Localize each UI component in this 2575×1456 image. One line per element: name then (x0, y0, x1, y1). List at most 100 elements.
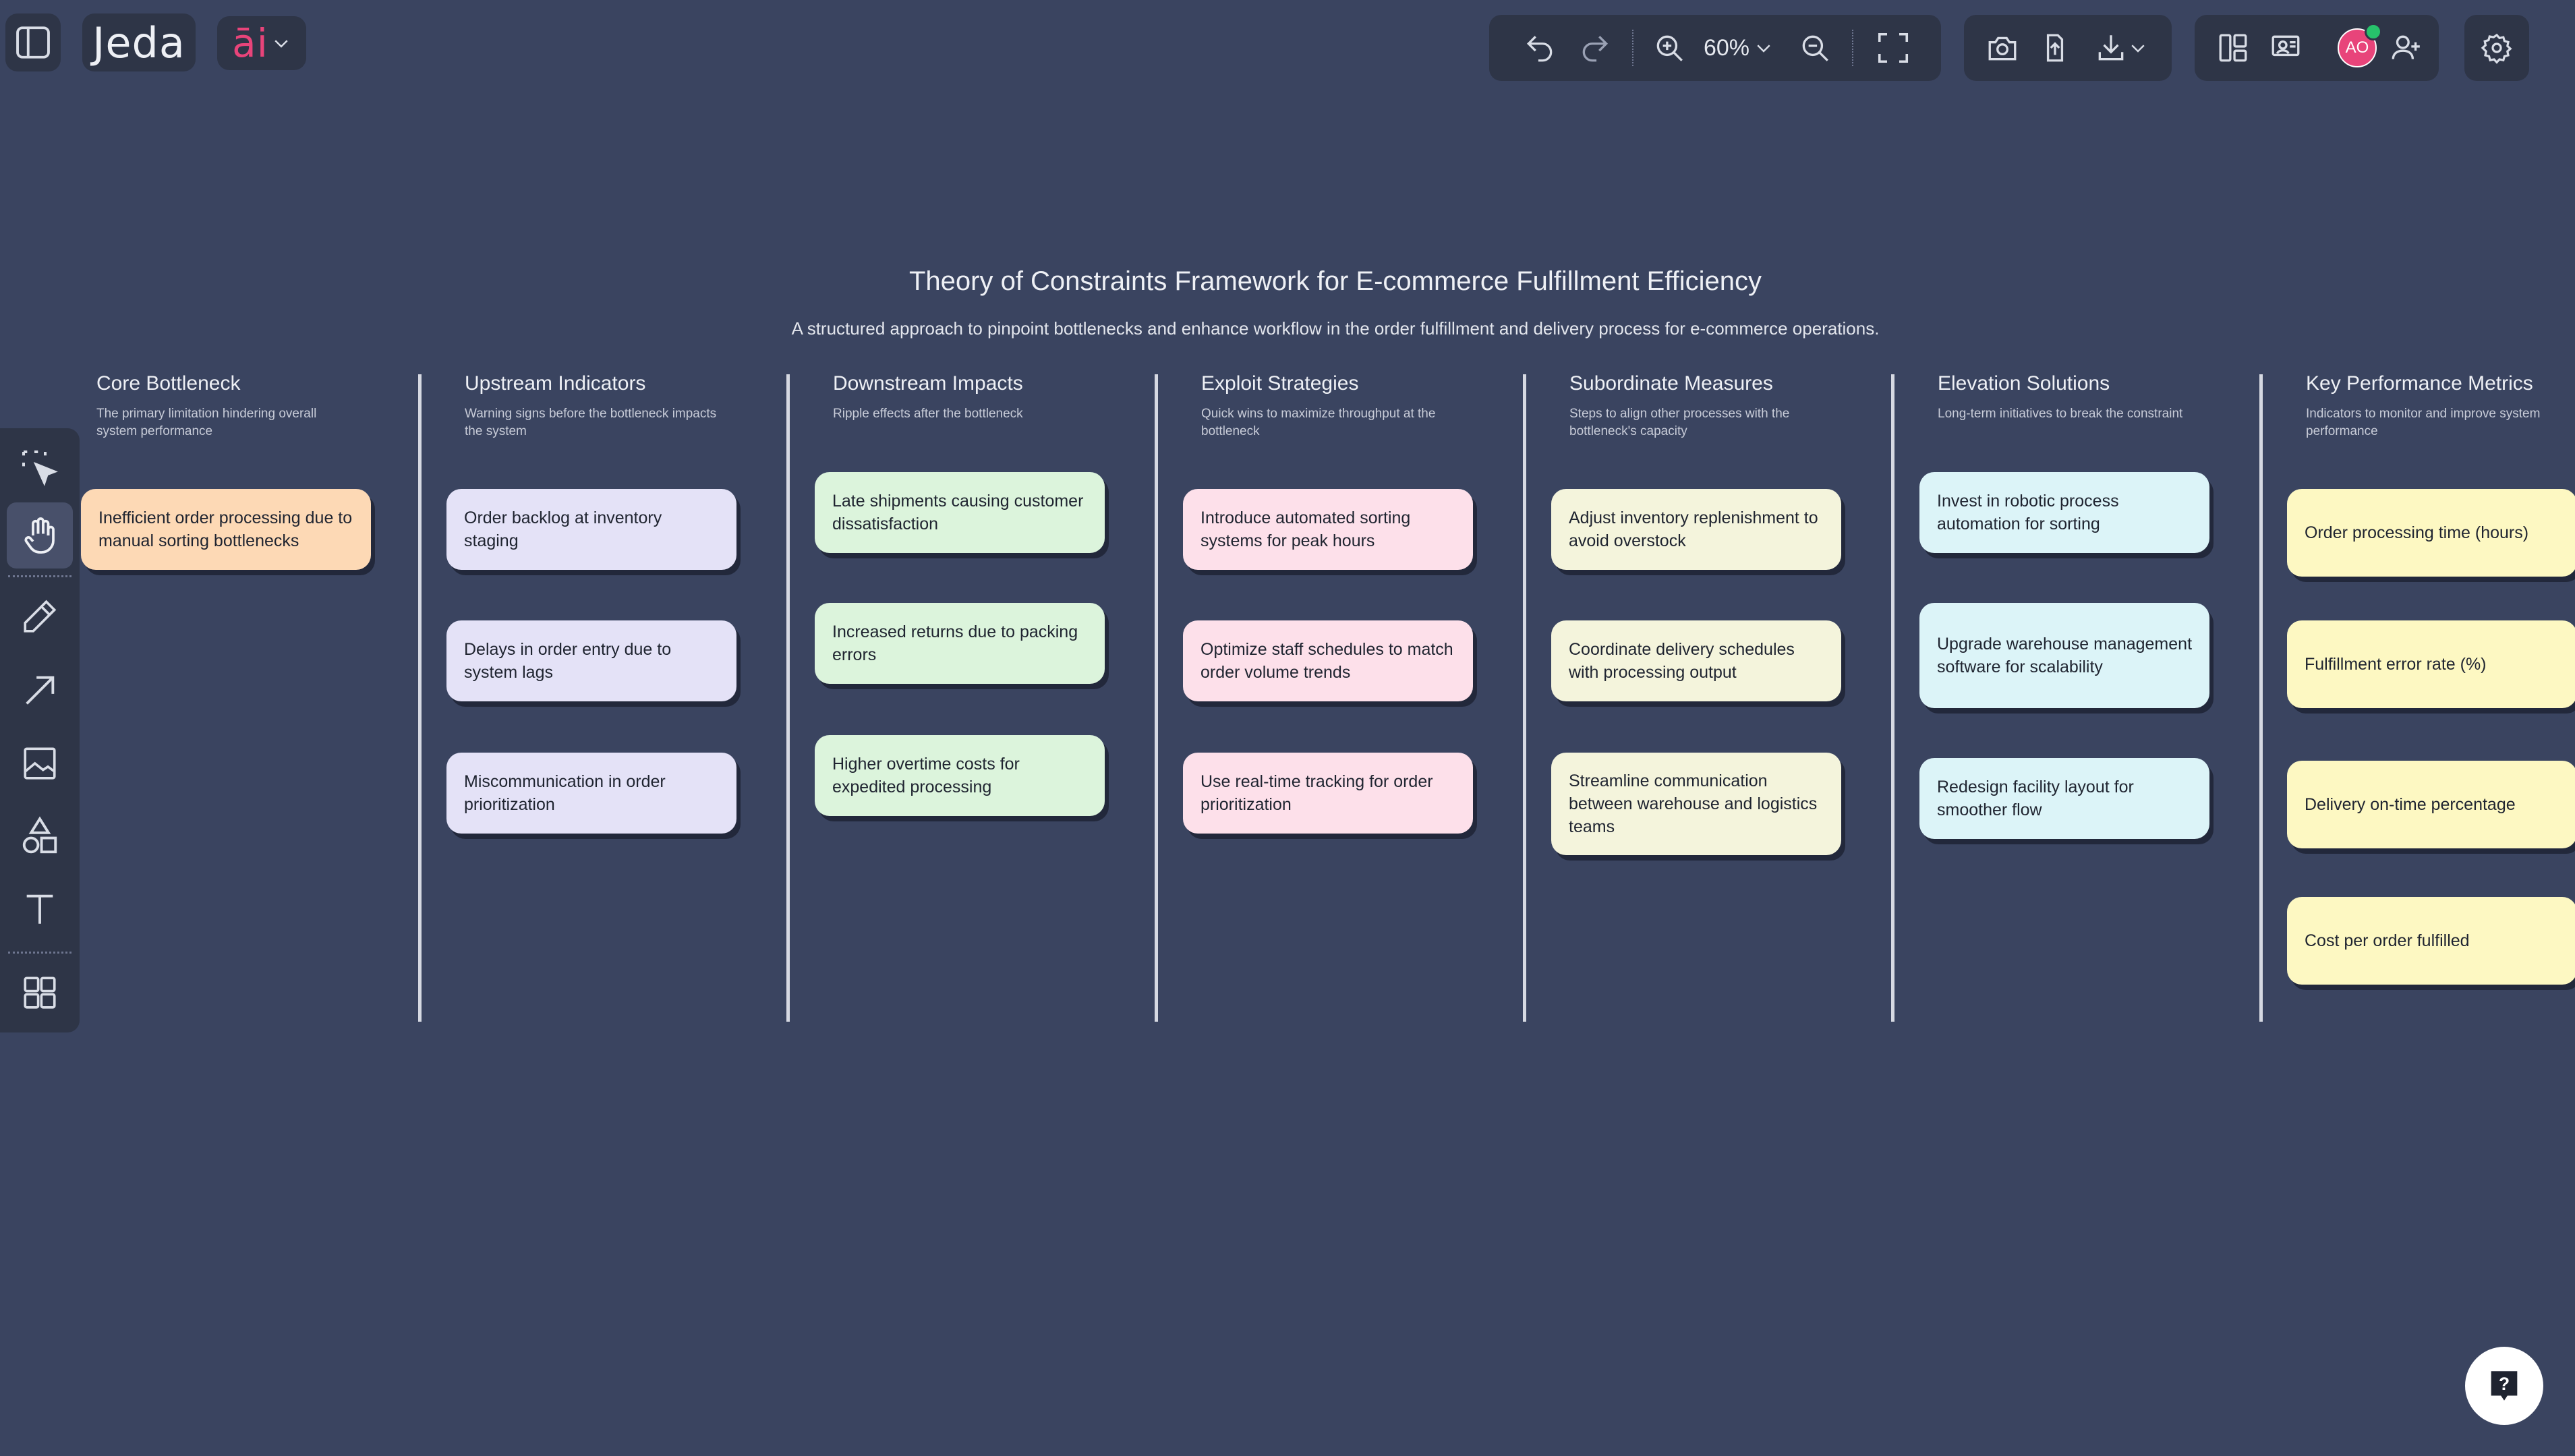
sticky-note-text: Optimize staff schedules to match order … (1200, 640, 1453, 682)
shapes-tool[interactable] (7, 803, 73, 869)
hand-tool[interactable] (7, 502, 73, 569)
board-title: Theory of Constraints Framework for E-co… (908, 266, 1762, 296)
sticky-note-text: Order processing time (hours) (2305, 523, 2529, 542)
redo-button[interactable] (1571, 27, 1619, 69)
column-description: Quick wins to maximize throughput at the… (1201, 407, 1436, 438)
sticky-note-text: Order backlog at inventory staging (464, 508, 662, 550)
settings-button[interactable] (2464, 15, 2529, 81)
pen-tool[interactable] (7, 583, 73, 649)
sticky-note-text: Higher overtime costs for expedited proc… (832, 755, 1020, 796)
sticky-note-text: Cost per order fulfilled (2305, 931, 2470, 950)
present-button[interactable] (2262, 27, 2309, 69)
zoom-out-button[interactable] (1791, 27, 1839, 69)
sticky-note-text: Introduce automated sorting systems for … (1200, 508, 1411, 550)
redo-icon (1582, 36, 1609, 62)
fit-screen-icon (1878, 32, 1909, 63)
grid-icon (24, 977, 56, 1009)
sticky-note[interactable]: Late shipments causing customer dissatis… (815, 472, 1105, 553)
sticky-note[interactable]: Delivery on-time percentage (2287, 761, 2575, 848)
pencil-icon (24, 600, 57, 633)
sticky-note[interactable]: Increased returns due to packing errors (815, 603, 1105, 684)
zoom-in-button[interactable] (1646, 27, 1693, 69)
sticky-note[interactable]: Order backlog at inventory staging (446, 489, 736, 570)
arrow-icon (26, 676, 55, 705)
column-description: Ripple effects after the bottleneck (833, 407, 1023, 421)
avatar[interactable]: AO (2338, 28, 2377, 67)
sticky-note[interactable]: Inefficient order processing due to manu… (81, 489, 371, 570)
column-description: Steps to align other processes with the … (1569, 407, 1790, 438)
sticky-note[interactable]: Use real-time tracking for order priorit… (1183, 753, 1473, 834)
hand-icon (24, 517, 55, 554)
help-button[interactable]: ? (2465, 1347, 2543, 1425)
image-icon (24, 747, 56, 780)
column-divider (1891, 374, 1894, 1022)
avatar-initials: AO (2345, 38, 2369, 57)
sticky-note[interactable]: Optimize staff schedules to match order … (1183, 620, 1473, 701)
sticky-note-text: Coordinate delivery schedules with proce… (1569, 640, 1795, 682)
ai-menu-button[interactable]: āi (217, 16, 306, 70)
column-heading: Upstream Indicators (465, 372, 646, 395)
camera-icon (1988, 36, 2017, 61)
templates-tool[interactable] (7, 960, 73, 1026)
zoom-level-dropdown[interactable]: 60% (1698, 27, 1779, 69)
logo-text: Jeda (92, 18, 185, 67)
upload-button[interactable] (2031, 27, 2079, 69)
svg-text:?: ? (2499, 1374, 2510, 1394)
sticky-note[interactable]: Higher overtime costs for expedited proc… (815, 735, 1105, 816)
sticky-note-text: Invest in robotic process automation for… (1937, 492, 2119, 533)
undo-button[interactable] (1516, 27, 1563, 69)
sticky-note[interactable]: Invest in robotic process automation for… (1919, 472, 2209, 553)
layout-button[interactable] (2209, 27, 2257, 69)
sticky-note[interactable]: Upgrade warehouse management software fo… (1919, 603, 2209, 708)
sticky-note-text: Miscommunication in order prioritization (464, 772, 666, 814)
sticky-note-text: Delivery on-time percentage (2305, 795, 2516, 814)
present-icon (2272, 35, 2300, 57)
download-dropdown[interactable] (2084, 27, 2158, 69)
column-divider (418, 374, 422, 1022)
collaboration-group: AO (2195, 15, 2439, 81)
sticky-note-text: Inefficient order processing due to manu… (98, 508, 353, 550)
shapes-icon (22, 816, 57, 854)
screenshot-button[interactable] (1979, 27, 2026, 69)
sticky-note[interactable]: Coordinate delivery schedules with proce… (1551, 620, 1841, 701)
select-tool[interactable] (7, 435, 73, 501)
text-tool[interactable] (7, 876, 73, 942)
help-icon: ? (2491, 1371, 2518, 1401)
column-heading: Exploit Strategies (1201, 372, 1359, 395)
column-divider (1523, 374, 1526, 1022)
download-icon (2098, 35, 2124, 61)
column-description: The primary limitation hindering overall… (96, 407, 317, 438)
sticky-note[interactable]: Fulfillment error rate (%) (2287, 620, 2575, 708)
column-divider (1155, 374, 1158, 1022)
sticky-note[interactable]: Order processing time (hours) (2287, 489, 2575, 577)
sticky-note[interactable]: Miscommunication in order prioritization (446, 753, 736, 834)
column-heading: Elevation Solutions (1938, 372, 2110, 395)
column-divider (2259, 374, 2263, 1022)
gear-icon (2464, 15, 2529, 81)
sticky-note-text: Redesign facility layout for smoother fl… (1937, 778, 2134, 819)
sticky-note[interactable]: Streamline communication between warehou… (1551, 753, 1841, 855)
undo-icon (1526, 36, 1553, 62)
arrow-tool[interactable] (7, 658, 73, 724)
zoom-level: 60% (1703, 34, 1750, 61)
sticky-note[interactable]: Adjust inventory replenishment to avoid … (1551, 489, 1841, 570)
sticky-note-text: Adjust inventory replenishment to avoid … (1569, 508, 1818, 550)
upload-icon (2046, 34, 2064, 62)
board-subtitle: A structured approach to pinpoint bottle… (791, 318, 1880, 339)
sidebar-toggle-icon (5, 13, 61, 71)
sticky-note-text: Increased returns due to packing errors (832, 622, 1078, 664)
sidebar-toggle-button[interactable] (5, 13, 61, 71)
fit-screen-button[interactable] (1870, 27, 1917, 69)
logo-button[interactable]: Jeda (82, 13, 196, 71)
column-description: Warning signs before the bottleneck impa… (465, 407, 717, 438)
sticky-note-text: Use real-time tracking for order priorit… (1200, 772, 1433, 814)
sticky-note[interactable]: Introduce automated sorting systems for … (1183, 489, 1473, 570)
image-tool[interactable] (7, 730, 73, 796)
sticky-note[interactable]: Cost per order fulfilled (2287, 897, 2575, 985)
sticky-note[interactable]: Redesign facility layout for smoother fl… (1919, 758, 2209, 839)
sticky-note-text: Fulfillment error rate (%) (2305, 655, 2487, 674)
sticky-note[interactable]: Delays in order entry due to system lags (446, 620, 736, 701)
select-icon (22, 450, 58, 486)
invite-user-button[interactable] (2382, 27, 2429, 69)
sticky-note-text: Late shipments causing customer dissatis… (832, 492, 1084, 533)
